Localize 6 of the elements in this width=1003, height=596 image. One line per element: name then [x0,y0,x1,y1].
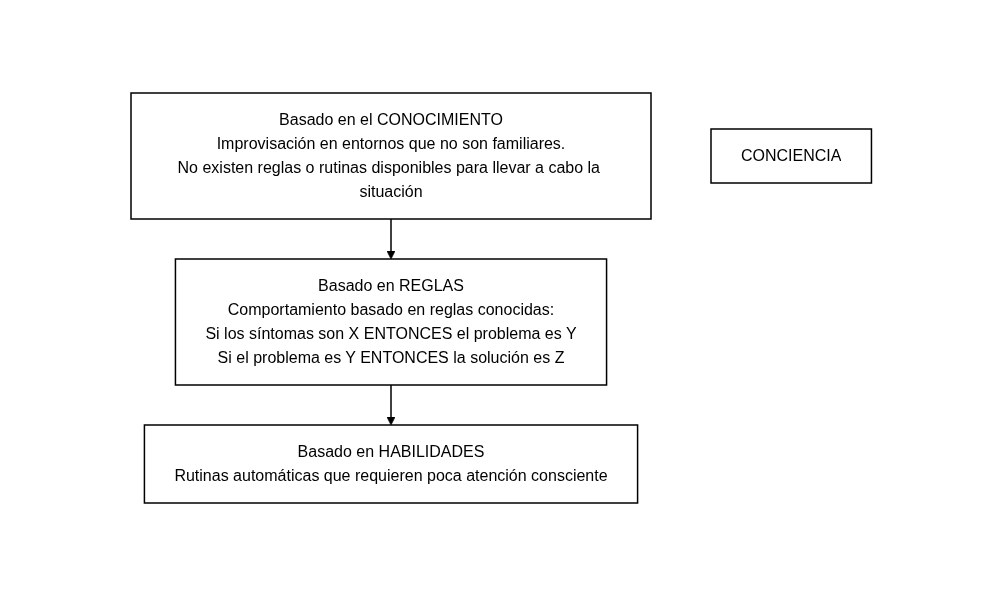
node-box: CONCIENCIA [710,128,873,184]
node-box: Basado en HABILIDADES Rutinas automáticas que requieren poca atención consciente [143,424,639,504]
arrow [386,218,396,260]
node-box: Basado en REGLAS Comportamiento basado en reglas conocidas: Si los síntomas son X ENTONCES el problema es Y Si el problema es Y ENTONCES la solución es Z [174,258,608,386]
arrow [386,384,396,426]
node-box: Basado en el CONOCIMIENTO Improvisación en entornos que no son familiares. No existen reglas o rutinas disponibles para llevar a cabo la situación [130,92,652,220]
